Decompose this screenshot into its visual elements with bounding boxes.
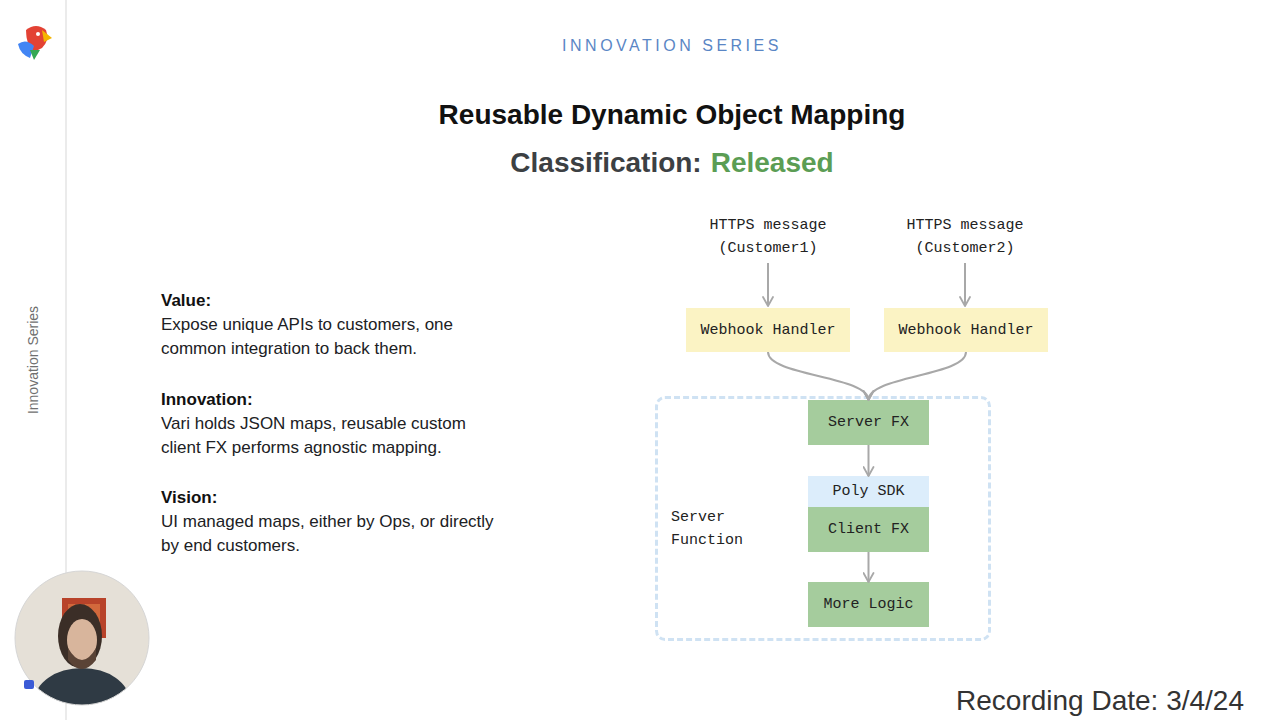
series-header: INNOVATION SERIES [64, 36, 1280, 56]
classification-status: Released [711, 144, 834, 182]
box-label: Client FX [828, 518, 909, 541]
input-label: HTTPS message (Customer1) [698, 214, 838, 260]
webcam-video [10, 566, 160, 720]
group-label: Server Function [671, 506, 755, 552]
webcam-body [34, 668, 130, 720]
slide-title: Reusable Dynamic Object Mapping [64, 97, 1280, 133]
logo-wing [18, 41, 34, 58]
flow-arrow [869, 352, 967, 400]
webcam-badge [24, 680, 34, 689]
input-arrow [767, 263, 769, 306]
webcam-beard [68, 648, 96, 669]
section-body: UI managed maps, either by Ops, or direc… [161, 510, 501, 558]
handler-box: Webhook Handler [884, 308, 1048, 352]
section-body: Vari holds JSON maps, reusable custom cl… [161, 412, 501, 460]
webcam-hair [58, 604, 102, 668]
flow-arrow [868, 445, 870, 476]
flow-arrow [868, 552, 870, 582]
section-heading: Innovation: [161, 388, 501, 412]
logo [18, 26, 52, 60]
box-label: Server FX [828, 411, 909, 434]
recording-date: Recording Date: 3/4/24 [700, 683, 1244, 719]
handler-box: Webhook Handler [686, 308, 850, 352]
input-label: HTTPS message (Customer2) [895, 214, 1035, 260]
function-group: Server Function Server FX Poly SDK Client F… [655, 396, 991, 641]
logic-box: More Logic [808, 582, 929, 627]
function-box: Server FX [808, 400, 929, 445]
section-heading: Vision: [161, 486, 501, 510]
box-label: Poly SDK [832, 480, 904, 503]
section-heading: Value: [161, 289, 501, 313]
box-label: More Logic [823, 593, 913, 616]
logo-tail [30, 50, 40, 60]
box-label: Webhook Handler [898, 319, 1033, 342]
logo-eye [36, 32, 40, 36]
input-arrow [964, 263, 966, 306]
classification-label: Classification: [510, 144, 701, 182]
webcam-frame [15, 571, 149, 705]
logo-beak [42, 30, 52, 42]
section-body: Expose unique APIs to customers, one com… [161, 313, 501, 361]
flow-arrow [768, 352, 869, 400]
sdk-box: Poly SDK [808, 476, 929, 507]
box-label: Webhook Handler [700, 319, 835, 342]
classification-row: Classification: Released [64, 144, 1280, 182]
function-box: Client FX [808, 507, 929, 552]
sidebar-label: Innovation Series [24, 290, 42, 430]
